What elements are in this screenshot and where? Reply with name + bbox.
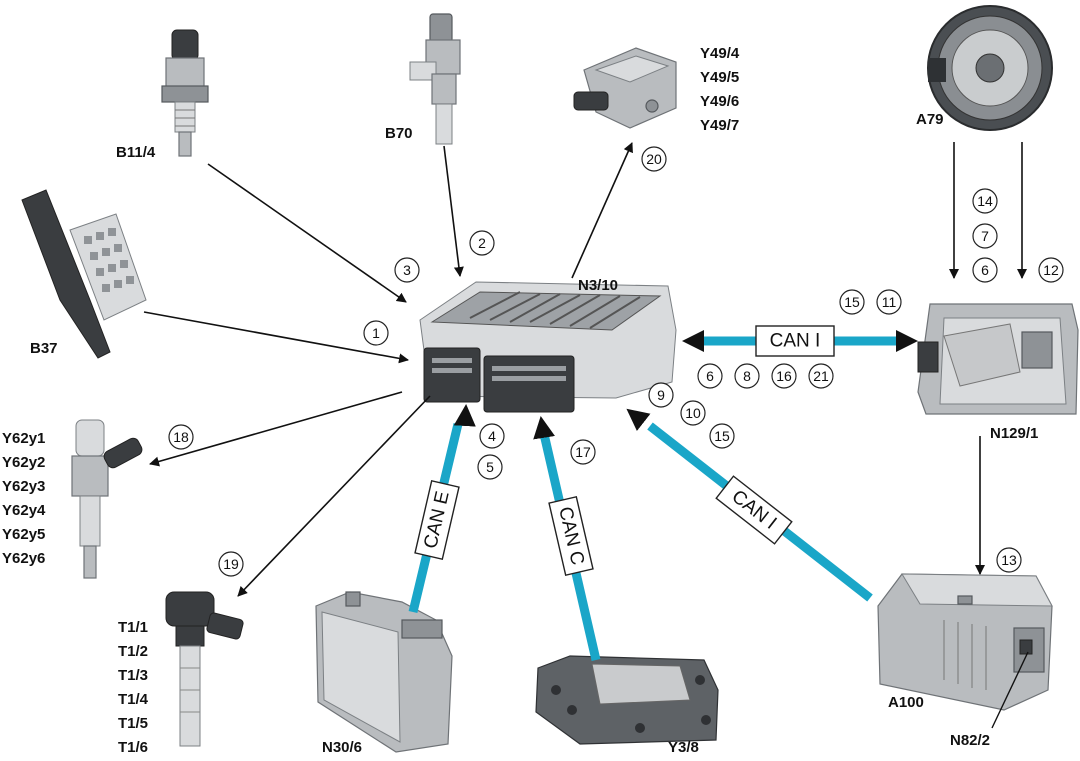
svg-text:CAN I: CAN I <box>770 331 821 352</box>
signal-number-15-top: 15 <box>839 289 865 315</box>
svg-text:11: 11 <box>882 294 897 310</box>
signal-arrows <box>143 142 1027 597</box>
can-e-arrowhead <box>453 404 476 427</box>
y62-injector-image <box>71 419 143 579</box>
can-i-horizontal-label: CAN I <box>755 325 835 357</box>
svg-text:18: 18 <box>173 429 189 445</box>
n82-2-leader-line <box>991 651 1029 729</box>
label-t1-3: T1/3 <box>118 667 148 684</box>
svg-text:8: 8 <box>743 368 751 384</box>
signal-number-3: 3 <box>394 257 420 283</box>
label-n3-10: N3/10 <box>578 277 618 294</box>
svg-text:1: 1 <box>372 325 380 341</box>
signal-number-20: 20 <box>641 146 667 172</box>
svg-text:13: 13 <box>1001 552 1017 568</box>
label-b37: B37 <box>30 340 58 357</box>
signal-number-9: 9 <box>648 382 674 408</box>
label-y62y4: Y62y4 <box>2 502 46 519</box>
signal-number-18: 18 <box>168 424 194 450</box>
label-n30-6: N30/6 <box>322 739 362 756</box>
label-t1-5: T1/5 <box>118 715 148 732</box>
signal-number-16: 16 <box>771 363 797 389</box>
label-y62y6: Y62y6 <box>2 550 45 567</box>
a100-battery-image <box>877 573 1053 711</box>
label-t1-2: T1/2 <box>118 643 148 660</box>
svg-text:12: 12 <box>1043 262 1059 278</box>
b11-4-sensor-image <box>161 29 209 157</box>
signal-number-6: 6 <box>697 363 723 389</box>
svg-text:10: 10 <box>685 405 701 421</box>
label-y49-7: Y49/7 <box>700 117 739 134</box>
svg-text:6: 6 <box>706 368 714 384</box>
signal-number-2: 2 <box>469 230 495 256</box>
svg-text:9: 9 <box>657 387 665 403</box>
y3-8-valve-body-image <box>535 655 719 745</box>
label-y49-5: Y49/5 <box>700 69 739 86</box>
n3-10-ecu-image <box>419 281 677 413</box>
label-y49-4: Y49/4 <box>700 45 740 62</box>
svg-text:20: 20 <box>646 151 662 167</box>
svg-text:3: 3 <box>403 262 411 278</box>
svg-text:7: 7 <box>981 228 989 244</box>
signal-number-12: 12 <box>1038 257 1064 283</box>
b37-pedal-image <box>21 189 147 359</box>
svg-text:14: 14 <box>977 193 993 209</box>
can-i-diagonal-label: CAN I <box>715 475 793 545</box>
label-a79: A79 <box>916 111 944 128</box>
label-y62y2: Y62y2 <box>2 454 45 471</box>
svg-text:21: 21 <box>813 368 829 384</box>
n129-1-unit-image <box>917 303 1079 415</box>
signal-number-4: 4 <box>479 423 505 449</box>
signal-number-7: 7 <box>972 223 998 249</box>
can-c-label: CAN C <box>548 495 594 577</box>
label-b70: B70 <box>385 125 413 142</box>
signal-number-21: 21 <box>808 363 834 389</box>
label-n129-1: N129/1 <box>990 425 1038 442</box>
y49-solenoid-image <box>573 47 677 129</box>
signal-number-13: 13 <box>996 547 1022 573</box>
signal-number-1: 1 <box>363 320 389 346</box>
signal-number-11: 11 <box>876 289 902 315</box>
a79-motor-image <box>927 5 1053 131</box>
signal-number-6-top: 6 <box>972 257 998 283</box>
b70-sensor-image <box>409 13 461 145</box>
signal-number-15: 15 <box>709 423 735 449</box>
svg-text:15: 15 <box>844 294 860 310</box>
signal-number-17: 17 <box>570 439 596 465</box>
signal-number-8: 8 <box>734 363 760 389</box>
label-a100: A100 <box>888 694 924 711</box>
label-y49-6: Y49/6 <box>700 93 739 110</box>
label-n82-2: N82/2 <box>950 732 990 749</box>
label-t1-1: T1/1 <box>118 619 148 636</box>
label-b11-4: B11/4 <box>116 144 156 161</box>
t1-ignition-coil-image <box>165 591 244 747</box>
label-t1-4: T1/4 <box>118 691 149 708</box>
signal-number-19: 19 <box>218 551 244 577</box>
label-y62y3: Y62y3 <box>2 478 45 495</box>
n82-2-unit-image <box>1013 627 1045 673</box>
can-e-label: CAN E <box>414 479 460 561</box>
svg-text:5: 5 <box>486 459 494 475</box>
svg-text:4: 4 <box>488 428 496 444</box>
svg-text:15: 15 <box>714 428 730 444</box>
svg-text:17: 17 <box>575 444 591 460</box>
label-y62y1: Y62y1 <box>2 430 45 447</box>
n30-6-module-image <box>315 591 453 753</box>
svg-text:16: 16 <box>776 368 792 384</box>
svg-text:19: 19 <box>223 556 239 572</box>
svg-text:6: 6 <box>981 262 989 278</box>
label-y3-8: Y3/8 <box>668 739 699 756</box>
label-t1-6: T1/6 <box>118 739 148 756</box>
signal-number-14: 14 <box>972 188 998 214</box>
label-y62y5: Y62y5 <box>2 526 45 543</box>
svg-text:2: 2 <box>478 235 486 251</box>
signal-number-5: 5 <box>477 454 503 480</box>
signal-number-10: 10 <box>680 400 706 426</box>
